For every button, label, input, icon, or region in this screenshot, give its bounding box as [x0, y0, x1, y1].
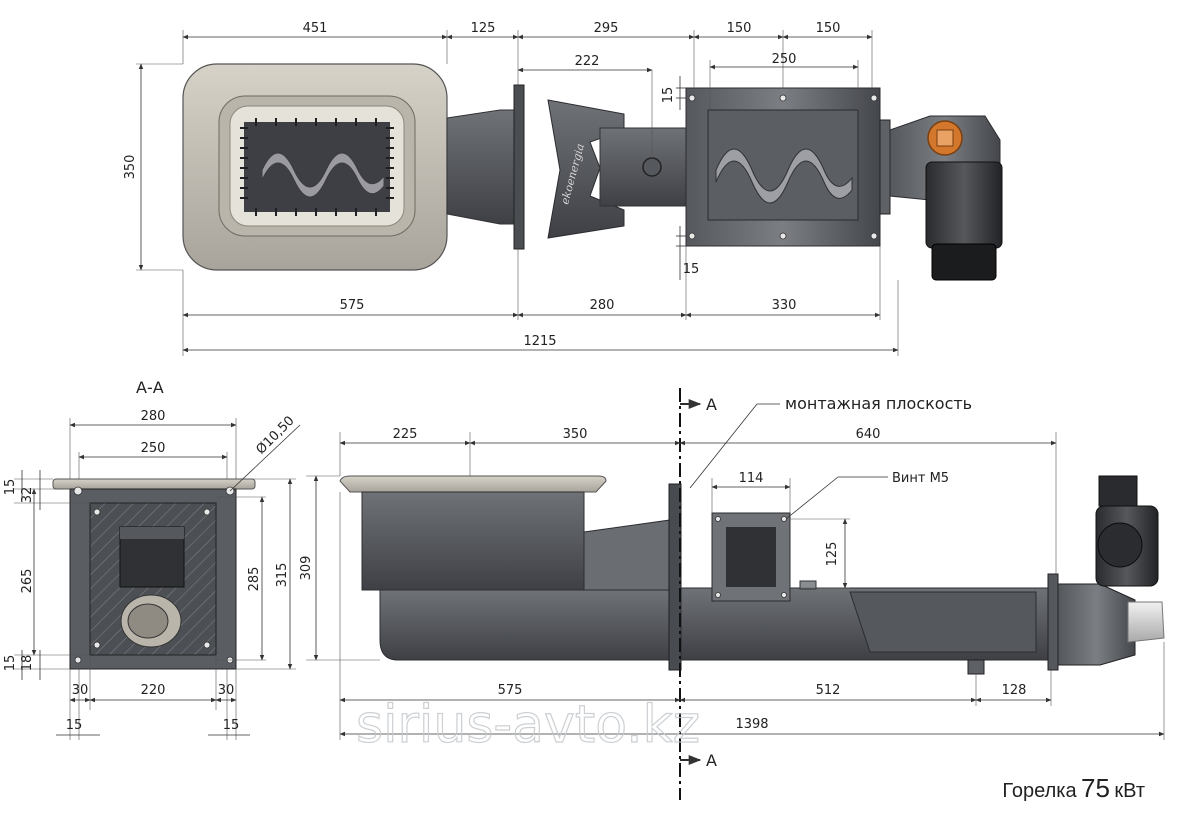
dim-280: 280: [590, 298, 615, 313]
screw-label: Винт М5: [892, 471, 949, 486]
section-opening-lip: [120, 527, 184, 539]
side-gearbox: [1057, 583, 1136, 666]
side-dim-225: 225: [393, 427, 418, 442]
side-tube-body: [379, 589, 671, 661]
side-dim-1398: 1398: [735, 717, 768, 732]
section-dim-30-left: 30: [72, 683, 89, 698]
side-dim-640: 640: [856, 427, 881, 442]
side-dim-309: 309: [299, 556, 314, 581]
section-dim-250: 250: [141, 441, 166, 456]
section-dimension-lines: [21, 422, 301, 736]
caption: Горелка 75 кВт: [1002, 773, 1145, 803]
grate-teeth: [240, 118, 394, 216]
side-inlet-bolts: [715, 516, 787, 598]
side-bowl-rim: [339, 475, 607, 493]
section-dim-30-right: 30: [218, 683, 235, 698]
section-mark-bottom: А: [706, 751, 717, 770]
caption-power: 75: [1081, 773, 1110, 803]
top-view: ekoenergia: [123, 21, 1003, 356]
section-dim-285: 285: [247, 567, 262, 592]
side-top-boss: [799, 580, 817, 590]
section-mark-top: А: [706, 395, 717, 414]
dim-150-left: 150: [727, 21, 752, 36]
top-view-dimension-lines: [138, 34, 899, 353]
section-dim-diameter: Ø10,50: [253, 413, 297, 457]
side-dim-350: 350: [563, 427, 588, 442]
side-motor-end-cap: [1097, 522, 1143, 568]
side-bowl-body: [361, 491, 585, 591]
gearbox-vent-plug: [936, 129, 954, 147]
section-extension-lines: [14, 418, 296, 740]
section-dim-18: 18: [20, 655, 35, 672]
side-dimension-lines: [313, 440, 1165, 737]
section-dim-15-left: 15: [66, 718, 83, 733]
side-drain-stub: [967, 659, 985, 675]
side-output-shaft: [1127, 601, 1165, 643]
feeder-auger: [715, 148, 853, 204]
dim-350: 350: [123, 155, 138, 180]
side-dim-125: 125: [825, 542, 840, 567]
feeder-window: [707, 109, 859, 221]
section-tube-inner: [127, 603, 169, 639]
section-dim-315: 315: [275, 563, 290, 588]
dim-125: 125: [471, 21, 496, 36]
section-dim-280: 280: [141, 409, 166, 424]
watermark: sirius-avto.kz: [356, 695, 700, 755]
dim-150-right: 150: [816, 21, 841, 36]
side-dim-575: 575: [498, 683, 523, 698]
feeder-bolts: [688, 94, 878, 240]
side-view: А А монтажная плоскость Винт М5: [299, 388, 1165, 800]
motor-fan-cover: [931, 243, 997, 281]
inspection-port: [642, 157, 662, 177]
side-neck: [583, 519, 671, 601]
dim-330: 330: [772, 298, 797, 313]
motor-flange: [879, 119, 891, 215]
section-dim-15-top: 15: [3, 479, 18, 496]
side-feeder-trough: [849, 591, 1037, 653]
side-motor-flange: [1047, 573, 1059, 671]
side-terminal-box: [1098, 475, 1138, 507]
bowl-neck: [446, 109, 517, 225]
dim-250: 250: [772, 52, 797, 67]
dim-575: 575: [340, 298, 365, 313]
section-top-rim: [52, 478, 256, 490]
side-inlet-opening: [726, 527, 776, 587]
section-dim-265: 265: [20, 569, 35, 594]
section-dim-32: 32: [20, 487, 35, 504]
caption-unit: кВт: [1114, 780, 1145, 802]
section-dim-15-right: 15: [223, 718, 240, 733]
dim-295: 295: [594, 21, 619, 36]
screw-leader: [785, 476, 839, 520]
bowl-auger: [261, 152, 385, 198]
caption-prefix: Горелка: [1002, 780, 1077, 802]
section-dim-15-bottom: 15: [3, 655, 18, 672]
dim-451: 451: [303, 21, 328, 36]
section-view: А-А: [3, 378, 301, 740]
mount-leader: [689, 403, 758, 489]
side-dim-128: 128: [1002, 683, 1027, 698]
side-dim-114: 114: [739, 471, 764, 486]
section-title: А-А: [136, 378, 164, 397]
mounting-flange: [513, 84, 525, 250]
dim-1215: 1215: [523, 334, 556, 349]
side-dim-512: 512: [816, 683, 841, 698]
dim-222: 222: [575, 54, 600, 69]
mount-plane-label: монтажная плоскость: [785, 394, 972, 413]
dim-15-bottom: 15: [683, 262, 700, 277]
section-dim-220: 220: [141, 683, 166, 698]
electric-motor: [925, 161, 1003, 249]
top-view-extension-lines: [136, 30, 899, 356]
dim-15-top: 15: [661, 87, 676, 104]
